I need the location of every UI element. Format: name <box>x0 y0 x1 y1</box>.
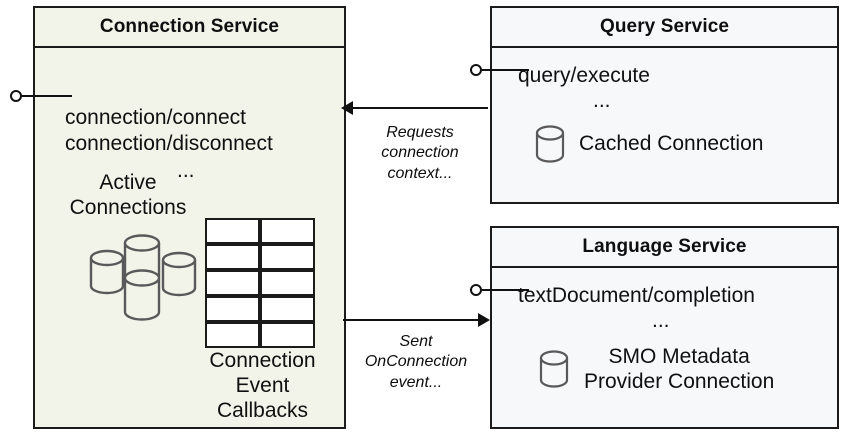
artifact-label-callbacks-line1: Connection <box>209 349 316 372</box>
edge-line-requests-connection-context <box>352 107 488 109</box>
component-body-query-service: query/execute ... Cached Connection <box>492 48 837 202</box>
table-grid-icon <box>205 218 315 348</box>
edge-label-requests-line2: connection <box>381 144 459 162</box>
socket-stem <box>482 69 529 71</box>
artifact-smo-metadata-provider-connection: SMO Metadata Provider Connection <box>538 344 774 394</box>
api-line-connection-disconnect: connection/disconnect <box>65 132 273 155</box>
component-title-query-service: Query Service <box>492 8 837 48</box>
database-stack-icon <box>83 234 203 326</box>
artifact-label-active-connections-line2: Connections <box>69 196 187 220</box>
artifact-label-smo-line2: Provider Connection <box>584 370 775 394</box>
edge-label-requests-line1: Requests <box>386 124 454 141</box>
edge-label-sent-line1: Sent <box>399 333 433 350</box>
api-line-textdocument-completion: textDocument/completion <box>518 284 755 307</box>
component-language-service[interactable]: Language Service textDocument/completion… <box>490 226 839 429</box>
api-ellipsis-connection-service: ... <box>177 159 195 182</box>
component-title-connection-service: Connection Service <box>35 8 344 48</box>
api-ellipsis-language-service: ... <box>652 309 670 332</box>
artifact-label-active-connections: Active Connections <box>43 170 213 220</box>
artifact-label-cached-connection: Cached Connection <box>579 132 764 156</box>
artifact-label-connection-event-callbacks: Connection Event Callbacks <box>195 348 330 424</box>
edge-label-requests-line3: context... <box>387 164 453 182</box>
api-ellipsis-query-service: ... <box>593 89 611 112</box>
component-body-connection-service: connection/connect connection/disconnect… <box>35 48 344 427</box>
socket-ring-icon <box>470 64 482 76</box>
socket-stem <box>482 289 529 291</box>
artifact-label-callbacks-line2: Event <box>235 374 290 398</box>
component-body-language-service: textDocument/completion ... SMO Metadata… <box>492 268 837 427</box>
api-line-connection-connect: connection/connect <box>65 106 246 129</box>
socket-stem <box>22 95 72 97</box>
artifact-label-active-connections-line1: Active <box>99 171 157 194</box>
artifact-label-smo-metadata: SMO Metadata Provider Connection <box>584 344 774 394</box>
edge-label-sent-line2: OnConnection <box>364 353 468 371</box>
component-connection-service[interactable]: Connection Service connection/connect co… <box>33 6 346 429</box>
edge-label-sent-onconnection-event: Sent OnConnection event... <box>352 332 480 393</box>
api-line-query-execute: query/execute <box>518 64 650 87</box>
artifact-label-smo-line1: SMO Metadata <box>608 345 750 368</box>
arrow-head-left-icon <box>341 101 353 115</box>
artifact-label-callbacks-line3: Callbacks <box>216 399 309 423</box>
database-cylinder-icon <box>534 123 566 165</box>
database-cylinder-icon <box>538 348 570 390</box>
socket-ring-icon <box>10 90 22 102</box>
socket-ring-icon <box>470 284 482 296</box>
artifact-cached-connection: Cached Connection <box>534 123 763 165</box>
edge-label-sent-line3: event... <box>389 373 443 391</box>
edge-line-sent-onconnection-event <box>343 319 480 321</box>
component-title-language-service: Language Service <box>492 228 837 268</box>
component-query-service[interactable]: Query Service query/execute ... Cached C… <box>490 6 839 204</box>
edge-label-requests-connection-context: Requests connection context... <box>364 123 476 184</box>
arrow-head-right-icon <box>478 313 490 327</box>
